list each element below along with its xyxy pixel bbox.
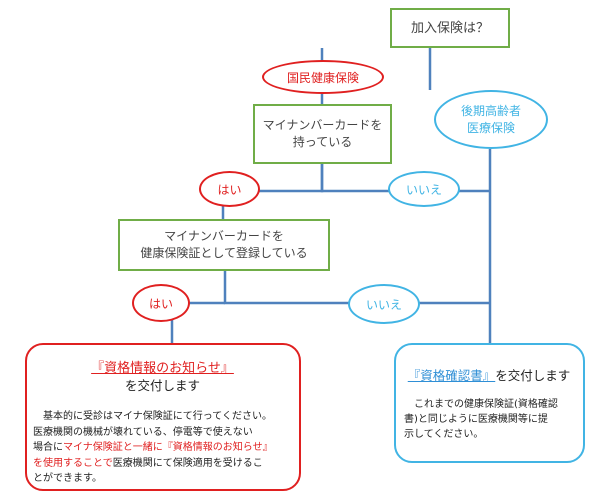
question-2-yes-ellipse: はい — [132, 284, 190, 322]
result-left-body-line-3a: 場合に — [33, 442, 63, 453]
question-1-line-2: 持っている — [292, 135, 353, 149]
result-left-body-line-2: 医療機関の機械が壊れている、停電等で使えない — [33, 426, 253, 438]
result-left-card: 『資格情報のお知らせ』 を交付します 基本的に受診はマイナ保険証にて行ってくださ… — [25, 343, 301, 491]
result-right-title-row: 『資格確認書』を交付します — [396, 365, 582, 384]
kouki-label-2: 医療保険 — [466, 120, 515, 135]
question-1-box: マイナンバーカードを 持っている — [253, 104, 392, 164]
question-1-line-1: マイナンバーカードを — [262, 118, 383, 132]
question-2-no-label: いいえ — [365, 297, 402, 312]
kokumin-ellipse: 国民健康保険 — [262, 60, 384, 94]
question-1-yes-ellipse: はい — [199, 171, 260, 207]
result-left-title[interactable]: 『資格情報のお知らせ』 — [91, 361, 234, 376]
result-right-title-suffix: を交付します — [495, 368, 571, 383]
result-left-title-row: 『資格情報のお知らせ』 — [27, 357, 298, 376]
kouki-ellipse: 後期高齢者 医療保険 — [434, 90, 548, 149]
question-1-no-ellipse: いいえ — [388, 171, 460, 207]
result-right-body-line-1: これまでの健康保険証(資格確認 — [414, 399, 558, 410]
kokumin-label: 国民健康保険 — [286, 70, 359, 85]
question-1-no-label: いいえ — [405, 182, 442, 197]
result-left-body-line-5: とができます。 — [33, 473, 102, 484]
result-left-body-line-4a: を使用することで — [33, 457, 113, 469]
result-left-body-line-1: 基本的に受診はマイナ保険証にて行ってください。 — [43, 411, 272, 422]
question-2-yes-label: はい — [148, 296, 173, 311]
start-label: 加入保険は？ — [410, 20, 489, 36]
result-left-body-line-4: を使用することで医療機関にて保険適用を受けるこ — [33, 456, 295, 472]
result-left-body-line-3: 場合にマイナ保険証と一緒に『資格情報のお知らせ』 — [33, 440, 295, 456]
result-right-title[interactable]: 『資格確認書』 — [407, 368, 496, 383]
question-2-box: マイナンバーカードを 健康保険証として登録している — [118, 219, 330, 271]
result-right-body-line-2: 書)と同じように医療機関等に提 — [404, 414, 548, 425]
question-2-no-ellipse: いいえ — [348, 284, 420, 324]
result-right-card: 『資格確認書』を交付します これまでの健康保険証(資格確認 書)と同じように医療… — [394, 343, 585, 463]
question-1-yes-label: はい — [217, 182, 242, 197]
question-2-line-2: 健康保険証として登録している — [140, 246, 308, 260]
result-left-body-line-4b: 医療機関にて保険適用を受けるこ — [112, 457, 263, 469]
result-left-body: 基本的に受診はマイナ保険証にて行ってください。 医療機関の機械が壊れている、停電… — [33, 409, 295, 487]
result-left-title-suffix: を交付します — [124, 378, 200, 393]
start-box: 加入保険は？ — [390, 8, 510, 48]
result-right-body-line-3: 示してください。 — [404, 429, 484, 440]
question-2-line-1: マイナンバーカードを — [164, 229, 284, 243]
result-left-body-line-3b: マイナ保険証と一緒に『資格情報のお知らせ』 — [63, 442, 273, 453]
result-right-body: これまでの健康保険証(資格確認 書)と同じように医療機関等に提 示してください。 — [404, 397, 580, 442]
kouki-label-1: 後期高齢者 — [460, 103, 521, 118]
